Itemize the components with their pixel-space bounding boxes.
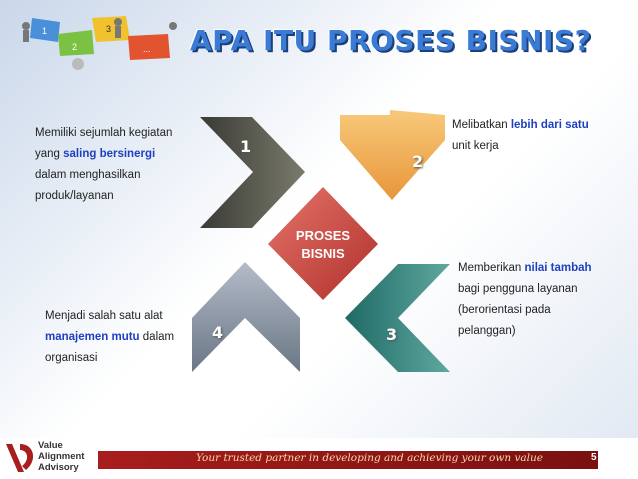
step-2-chevron	[340, 110, 445, 200]
step-2-line: unit kerja	[452, 140, 499, 152]
brand-line-2: Alignment	[38, 451, 85, 462]
logo-step-more: ...	[143, 44, 151, 54]
step-3-text: Memberikan nilai tambah bagi pengguna la…	[458, 258, 592, 342]
center-diamond	[268, 187, 378, 300]
step-4-line: Menjadi salah satu alat	[45, 310, 163, 322]
logo-step-2: 2	[72, 42, 77, 52]
step-1-number: 1	[240, 137, 252, 156]
step-3-number: 3	[386, 325, 398, 344]
logo-step-1: 1	[42, 26, 47, 36]
page-number: 5	[591, 452, 597, 463]
step-3-chevron	[345, 264, 450, 372]
step-3-highlight: nilai tambah	[524, 262, 592, 274]
step-1-line-part: yang	[35, 148, 64, 160]
step-4-highlight: manajemen mutu	[45, 331, 140, 343]
step-3-line: pelanggan)	[458, 325, 516, 337]
step-1-line: yang saling bersinergi	[35, 144, 172, 165]
brand-name: Value Alignment Advisory	[38, 440, 84, 473]
center-line-1: PROSES	[295, 228, 351, 243]
step-3-line: Memberikan nilai tambah	[458, 258, 592, 279]
page-title: APA ITU PROSES BISNIS?	[190, 24, 592, 57]
step-4-line: manajemen mutu dalam	[45, 327, 174, 348]
step-3-line: bagi pengguna layanan	[458, 283, 578, 295]
step-1-text: Memiliki sejumlah kegiatan yang saling b…	[35, 123, 172, 207]
brand-line-1: Value	[38, 440, 63, 451]
step-3-line: (berorientasi pada	[458, 304, 551, 316]
brand-logo-icon	[6, 444, 34, 472]
step-1-line: produk/layanan	[35, 190, 114, 202]
step-2-highlight: lebih dari satu	[510, 119, 589, 131]
step-4-line-part: dalam	[139, 331, 175, 343]
step-4-text: Menjadi salah satu alat manajemen mutu d…	[45, 306, 174, 369]
step-4-chevron	[192, 262, 300, 372]
step-2-number: 2	[412, 152, 424, 171]
center-label: PROSES BISNIS	[284, 227, 362, 263]
footer-bar	[98, 451, 598, 469]
process-diagram	[192, 110, 450, 372]
step-1-line: Memiliki sejumlah kegiatan	[35, 127, 173, 139]
center-line-2: BISNIS	[301, 246, 345, 261]
step-1-line: dalam menghasilkan	[35, 169, 141, 181]
step-4-number: 4	[212, 323, 224, 342]
tagline: Your trusted partner in developing and a…	[196, 452, 543, 464]
step-2-text: Melibatkan lebih dari satu unit kerja	[452, 115, 589, 157]
logo-step-3: 3	[106, 24, 111, 34]
brand-line-3: Advisory	[38, 462, 79, 473]
step-1-chevron	[200, 117, 305, 228]
step-3-line-part: Memberikan	[458, 262, 525, 274]
process-steps-logo: 1 2 3 ...	[22, 16, 177, 70]
step-2-line: Melibatkan lebih dari satu	[452, 115, 589, 136]
step-1-highlight: saling bersinergi	[63, 148, 156, 160]
step-2-line-part: Melibatkan	[452, 119, 511, 131]
step-4-line: organisasi	[45, 352, 98, 364]
